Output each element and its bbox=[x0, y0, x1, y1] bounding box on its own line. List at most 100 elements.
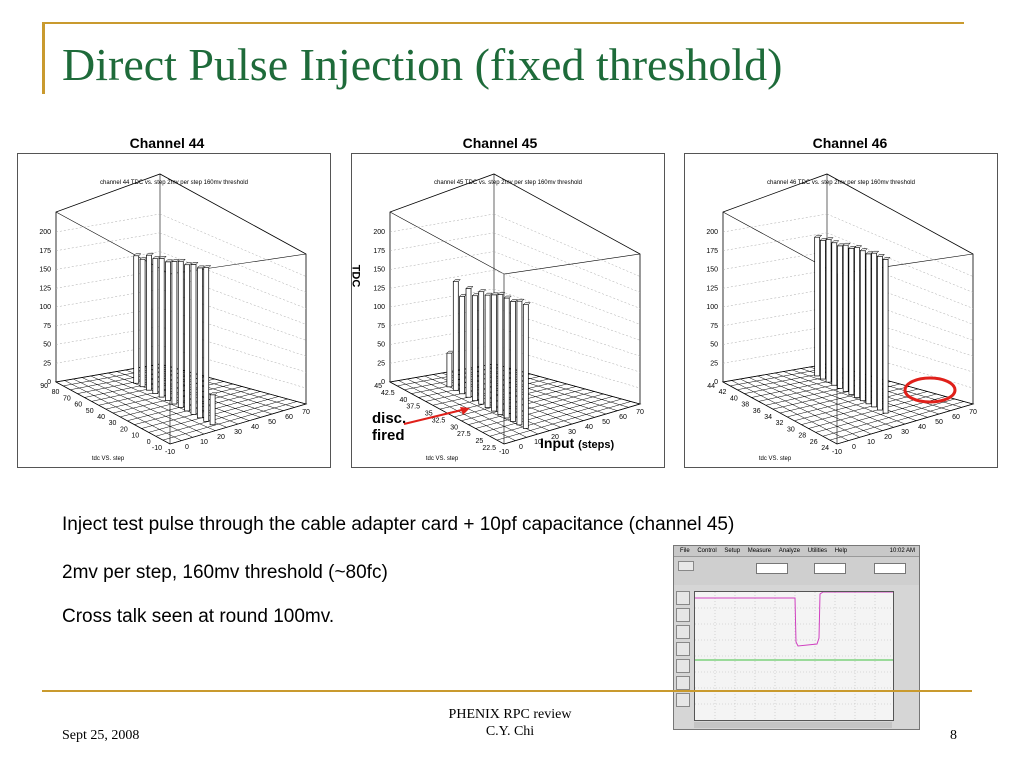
scope-menu-measure[interactable]: Measure bbox=[747, 548, 772, 554]
y-tick-label: 10 bbox=[131, 433, 139, 440]
x-tick-label: 50 bbox=[268, 419, 276, 426]
chart-bar-top bbox=[459, 294, 468, 297]
chart-bar-top bbox=[831, 240, 840, 243]
chart-bar bbox=[133, 255, 140, 384]
chart-bar bbox=[854, 247, 860, 398]
scope-side-button[interactable] bbox=[676, 642, 690, 656]
chart-floor bbox=[54, 363, 308, 445]
footer-author: C.Y. Chi bbox=[485, 724, 535, 739]
chart-bar bbox=[459, 295, 466, 395]
z-tick-label: 75 bbox=[710, 323, 718, 330]
chart-bar-top bbox=[859, 248, 868, 251]
scope-ch1-scale-field[interactable] bbox=[756, 563, 788, 574]
scope-menu-file[interactable]: File bbox=[680, 548, 690, 554]
scope-ch2-scale-field[interactable] bbox=[814, 563, 846, 574]
floor-gridline bbox=[740, 378, 860, 438]
z-tick-label: 100 bbox=[706, 304, 718, 311]
x-tick-label: 70 bbox=[969, 409, 977, 416]
chart-title: channel 46 TDC vs. step 2mv per step 160… bbox=[767, 180, 915, 186]
scope-menu-setup[interactable]: Setup bbox=[724, 548, 741, 554]
chart-bar-top bbox=[478, 289, 487, 292]
floor-gridline bbox=[467, 368, 607, 415]
floor-gridline bbox=[757, 375, 883, 431]
chart-bar bbox=[871, 252, 878, 408]
z-tick-label: 125 bbox=[706, 285, 718, 292]
x-tick-label: 10 bbox=[200, 439, 208, 446]
chart-bar-top bbox=[152, 256, 161, 259]
chart-gridline bbox=[55, 288, 161, 308]
scope-grid bbox=[695, 592, 893, 720]
scope-mode-button[interactable] bbox=[678, 561, 694, 571]
scope-side-button[interactable] bbox=[676, 608, 690, 622]
x-tick-label: 30 bbox=[901, 429, 909, 436]
z-tick-label: 175 bbox=[706, 248, 718, 255]
scope-menu-control[interactable]: Control bbox=[697, 548, 717, 554]
chart-gridline bbox=[493, 213, 641, 277]
chart-bar-top bbox=[484, 292, 493, 296]
scope-menu-bar: File Control Setup Measure Analyze Utili… bbox=[674, 546, 919, 557]
chart-title: channel 45 TDC vs. step 2mv per step 160… bbox=[434, 180, 582, 186]
chart-gridline bbox=[389, 232, 495, 251]
scope-side-button[interactable] bbox=[676, 693, 690, 707]
z-tick-label: 175 bbox=[373, 248, 385, 255]
slide-title: Direct Pulse Injection (fixed threshold) bbox=[62, 39, 783, 90]
footer-presenter: PHENIX RPC review C.Y. Chi bbox=[420, 706, 600, 740]
x-tick-label: 30 bbox=[234, 429, 242, 436]
chart-bar bbox=[165, 261, 171, 401]
footer-date: Sept 25, 2008 bbox=[62, 728, 140, 743]
scope-side-button[interactable] bbox=[676, 676, 690, 690]
z-tick-label: 100 bbox=[373, 304, 385, 311]
chart-bar-top bbox=[133, 253, 142, 257]
chart-axis-caption: tdc VS. step bbox=[92, 456, 125, 462]
chart-gridline bbox=[55, 270, 161, 289]
z-tick-label: 50 bbox=[43, 342, 51, 349]
x-tick-label: 70 bbox=[302, 409, 310, 416]
scope-menu-utilities[interactable]: Utilities bbox=[807, 548, 828, 554]
chart-bar bbox=[825, 239, 832, 383]
footer-page-number: 8 bbox=[950, 728, 957, 743]
chart-bar-top bbox=[825, 237, 834, 240]
chart-label-channel-45: Channel 45 bbox=[462, 135, 538, 151]
chart-bar-top bbox=[158, 256, 167, 259]
footer-event: PHENIX RPC review bbox=[448, 707, 572, 722]
z-tick-label: 75 bbox=[377, 323, 385, 330]
scope-waveform-display bbox=[694, 591, 894, 721]
z-tick-label: 25 bbox=[43, 360, 51, 367]
z-tick-label: 50 bbox=[377, 342, 385, 349]
x-tick-label: 40 bbox=[251, 424, 259, 431]
x-tick-label: -10 bbox=[499, 449, 509, 456]
tdc-axis-annotation: TDC bbox=[349, 264, 362, 288]
fired-label: fired bbox=[372, 427, 405, 444]
scope-side-button[interactable] bbox=[676, 625, 690, 639]
input-steps-annotation: Input (steps) bbox=[540, 435, 614, 451]
chart-bar bbox=[152, 258, 159, 394]
y-tick-label: 40 bbox=[730, 395, 738, 402]
y-tick-label: 36 bbox=[753, 408, 761, 415]
chart-gridline bbox=[493, 270, 641, 325]
chart-bar bbox=[522, 304, 529, 429]
scope-trigger-field[interactable] bbox=[874, 563, 906, 574]
chart-bar bbox=[197, 267, 203, 419]
chart-bar-top bbox=[196, 265, 205, 269]
chart-gridline bbox=[389, 251, 495, 270]
x-tick-label: 10 bbox=[867, 439, 875, 446]
y-tick-label: 40 bbox=[97, 414, 105, 421]
oscilloscope-screenshot: File Control Setup Measure Analyze Utili… bbox=[673, 545, 920, 730]
chart-bar-top bbox=[177, 258, 186, 262]
floor-gridline bbox=[774, 372, 906, 425]
bullet-text-3: Cross talk seen at round 100mv. bbox=[62, 606, 335, 627]
chart-bar bbox=[190, 264, 197, 415]
chart-bar bbox=[842, 244, 849, 392]
x-tick-label: 60 bbox=[619, 414, 627, 421]
scope-side-button[interactable] bbox=[676, 591, 690, 605]
scope-menu-analyze[interactable]: Analyze bbox=[778, 548, 801, 554]
chart-bar-top bbox=[882, 257, 891, 260]
floor-gridline bbox=[90, 375, 216, 431]
chart-bar-top bbox=[452, 279, 461, 282]
chart-bar-top bbox=[203, 265, 212, 268]
chart-bar-top bbox=[139, 256, 148, 260]
chart-gridline bbox=[722, 251, 828, 270]
chart-bar bbox=[446, 352, 453, 388]
scope-menu-help[interactable]: Help bbox=[834, 548, 848, 554]
scope-side-button[interactable] bbox=[676, 659, 690, 673]
